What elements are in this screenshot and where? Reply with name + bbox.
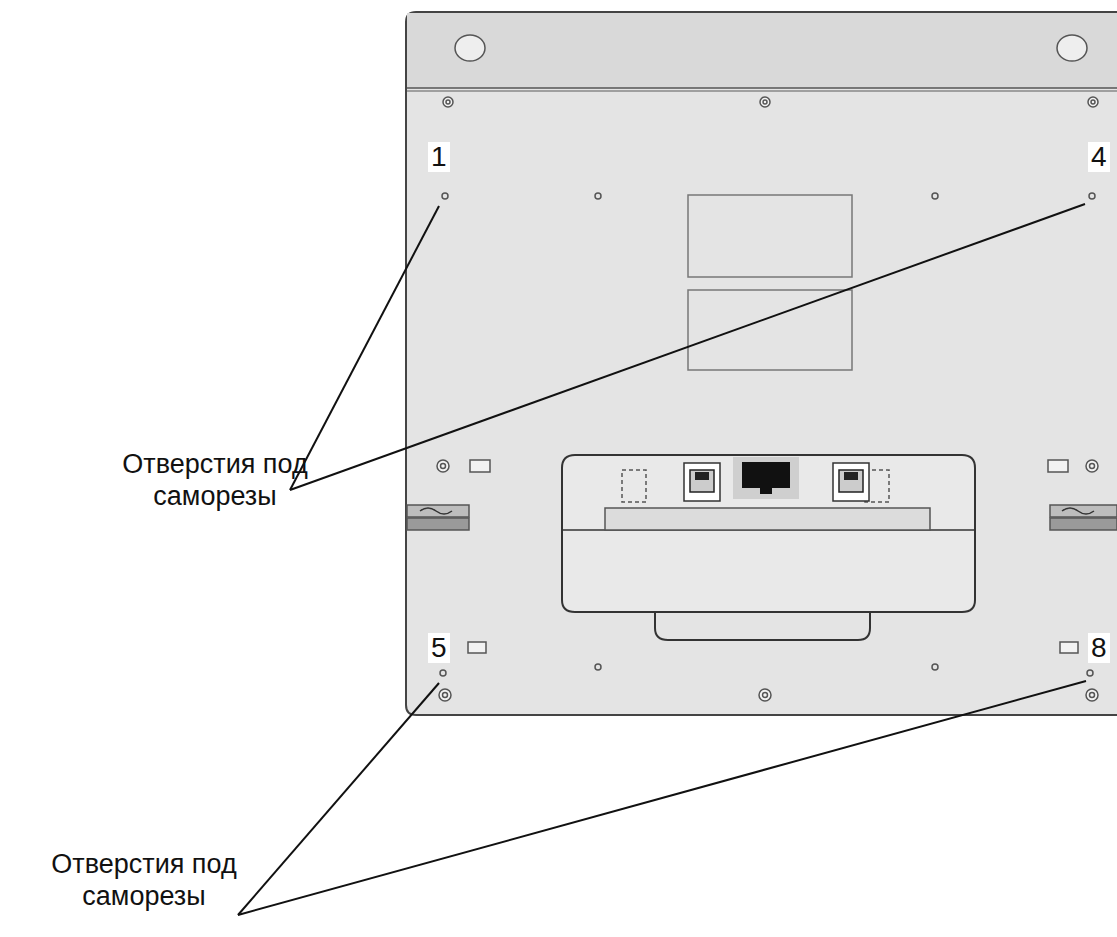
- callout-number: 4: [1088, 142, 1110, 172]
- leader-lines: [238, 204, 1086, 915]
- callout-number: 5: [428, 633, 450, 663]
- callout-number: 8: [1088, 633, 1110, 663]
- callout-text: Отверстия под саморезы: [110, 448, 320, 512]
- callout-number: 1: [428, 142, 450, 172]
- callout-text: Отверстия под саморезы: [44, 848, 244, 912]
